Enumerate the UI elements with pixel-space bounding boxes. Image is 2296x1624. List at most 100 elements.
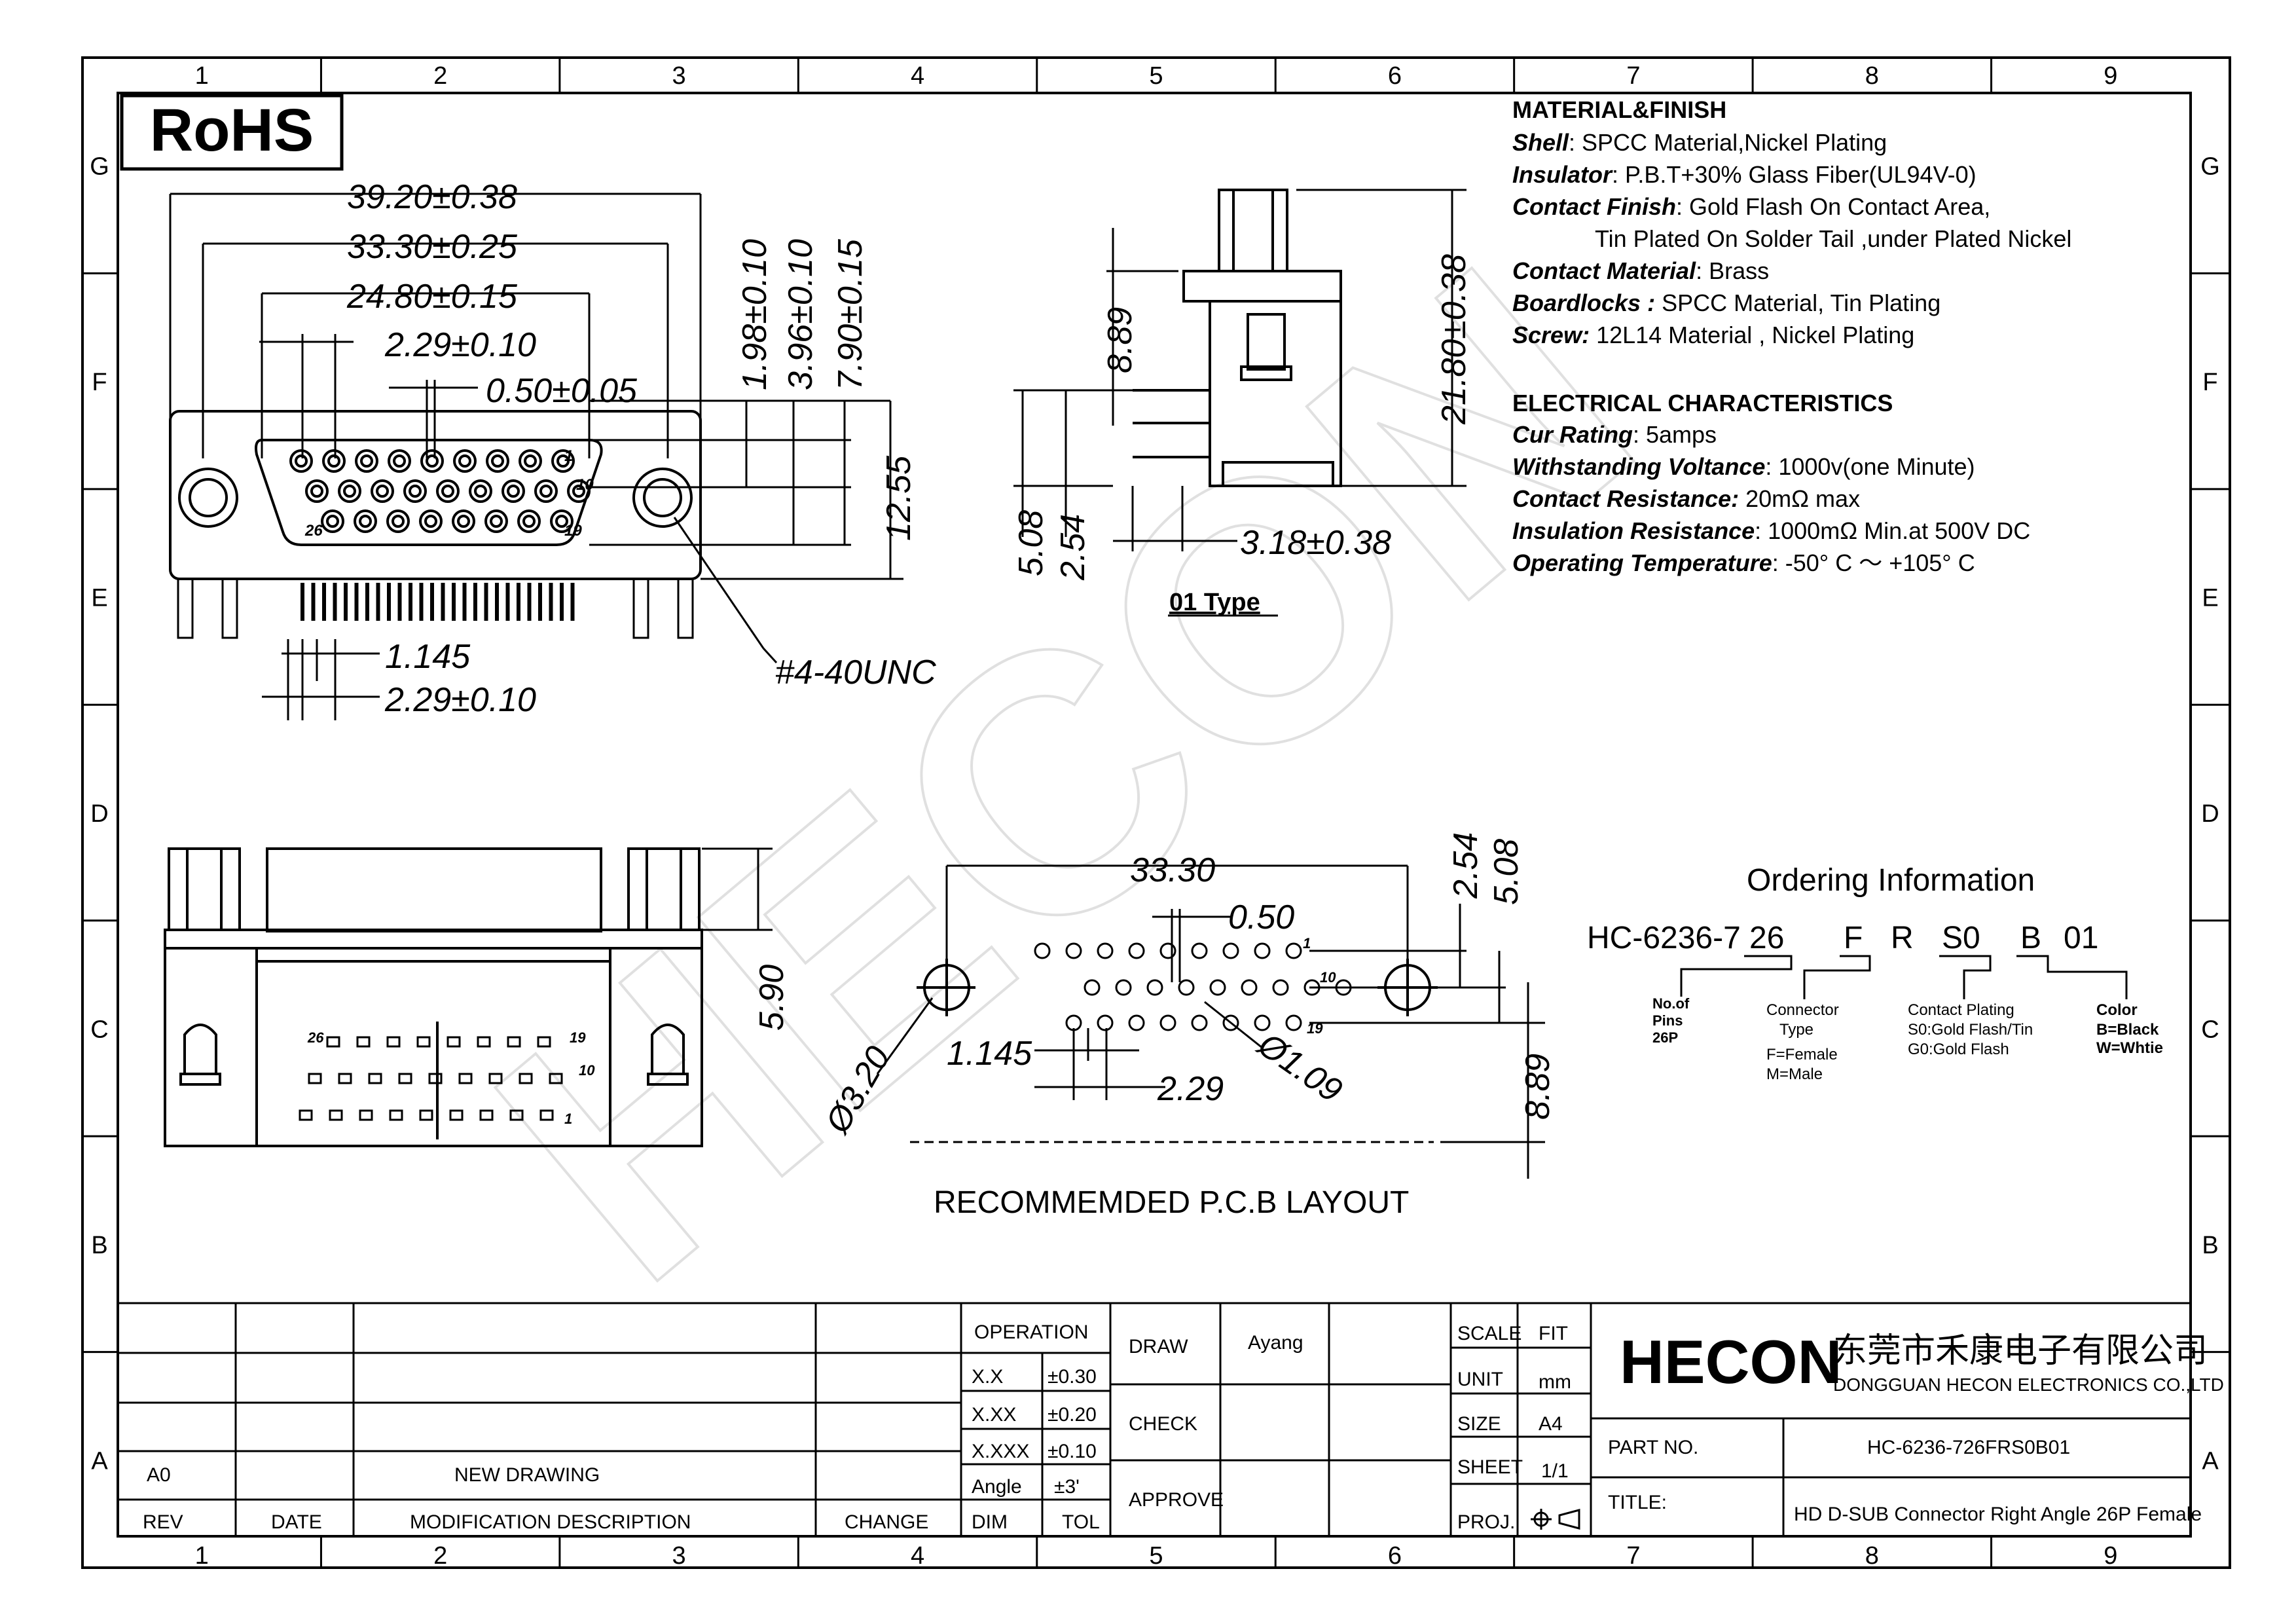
material-line: Tin Plated On Solder Tail ,under Plated … [1595, 225, 2071, 252]
grid-row-label: E [2202, 585, 2218, 612]
contact-hole [354, 509, 377, 533]
contact-hole-inner [556, 454, 570, 468]
sheet-label: SHEET [1457, 1456, 1523, 1478]
thread-label: #4-40UNC [775, 654, 936, 692]
pcb-hole [1097, 942, 1114, 959]
pcb-hole [1159, 1014, 1176, 1031]
electrical-line: Cur Rating: 5amps [1512, 421, 1717, 448]
hdr-mod: MODIFICATION DESCRIPTION [410, 1511, 691, 1533]
part-number: HC-6236-726FRS0B01 [1867, 1437, 2070, 1458]
solder-pad [356, 1036, 371, 1048]
dim-8-89: 8.89 [1101, 307, 1139, 373]
solder-pad [539, 1109, 554, 1121]
tol-3-v: ±3' [1054, 1476, 1080, 1498]
pcb-caption: RECOMMEMDED P.C.B LAYOUT [934, 1185, 1409, 1220]
dim-24-80: 24.80±0.15 [346, 278, 518, 316]
watermark-text: HECON [426, 191, 1704, 1356]
pcb-hole [1254, 942, 1271, 959]
material-value: 12L14 Material , Nickel Plating [1590, 322, 1914, 348]
pcb-hole [1254, 1014, 1271, 1031]
bottom-pin-26: 26 [307, 1029, 324, 1046]
pcb-hole [1222, 1014, 1239, 1031]
contact-hole [453, 449, 477, 473]
code-type: F [1844, 921, 1863, 955]
bottom-pin-10: 10 [579, 1062, 595, 1079]
grid-row-label: B [91, 1232, 107, 1259]
tol-4-k: DIM [972, 1511, 1008, 1533]
material-value: : Brass [1696, 257, 1769, 284]
electrical-line: Contact Resistance: 20mΩ max [1512, 485, 1860, 512]
material-key: Contact Material [1512, 257, 1696, 284]
contact-hole [436, 479, 460, 503]
dim-1-98: 1.98±0.10 [736, 239, 774, 390]
grid-row-label: D [90, 800, 108, 828]
solder-pad [549, 1073, 563, 1084]
color-label-2: W=Whtie [2096, 1039, 2163, 1057]
pcb-hole [1272, 979, 1289, 996]
pcb-hole [1285, 942, 1302, 959]
tol-1-k: X.XX [972, 1404, 1016, 1426]
contact-hole-inner [539, 485, 553, 498]
solder-pad [507, 1036, 521, 1048]
type-label: 01 Type [1169, 589, 1260, 616]
scale-label: SCALE [1457, 1323, 1522, 1344]
grid-col-label: 7 [1626, 62, 1640, 90]
solder-pad [488, 1073, 503, 1084]
grid-col-label: 7 [1626, 1542, 1640, 1570]
material-line: Boardlocks : SPCC Material, Tin Plating [1512, 289, 1941, 316]
grid-col-label: 5 [1149, 62, 1163, 90]
dim-12-55: 12.55 [880, 455, 918, 541]
material-line: Screw: 12L14 Material , Nickel Plating [1512, 322, 1914, 348]
dim-39-20: 39.20±0.38 [347, 178, 517, 216]
front-pin-labels: 1 10 26 19 [304, 447, 594, 540]
material-key: Insulator [1512, 161, 1613, 188]
dim-2-29-pin: 2.29±0.10 [384, 681, 536, 719]
solder-pad [359, 1109, 373, 1121]
dim-0-50: 0.50±0.05 [486, 372, 638, 410]
solder-pad [509, 1109, 524, 1121]
hecon-logo: HECON [1620, 1327, 1842, 1396]
solder-pad [398, 1073, 412, 1084]
title-value: HD D-SUB Connector Right Angle 26P Femal… [1794, 1504, 2202, 1525]
code-color: B [2020, 921, 2041, 955]
dim-3-18: 3.18±0.38 [1240, 524, 1391, 562]
grid-row-label: F [2202, 369, 2217, 396]
electrical-key: Insulation Resistance [1512, 517, 1755, 544]
grid-col-label: 3 [672, 1542, 686, 1570]
contact-hole [484, 509, 508, 533]
contact-hole-inner [507, 485, 520, 498]
contact-hole [338, 479, 361, 503]
electrical-key: Operating Temperature [1512, 549, 1772, 576]
solder-pad [446, 1036, 461, 1048]
electrical-value: : 1000mΩ Min.at 500V DC [1755, 517, 2030, 544]
sheet-value: 1/1 [1541, 1460, 1569, 1482]
grid-row-label: G [2200, 153, 2220, 181]
pcb-hole [1146, 979, 1163, 996]
front-dim-text: 39.20±0.38 33.30±0.25 24.80±0.15 2.29±0.… [346, 178, 936, 719]
electrical-value: : 1000v(one Minute) [1765, 453, 1975, 480]
company-en: DONGGUAN HECON ELECTRONICS CO.,LTD [1833, 1375, 2224, 1395]
projection-symbol [1531, 1509, 1580, 1530]
pcb-pin-1: 1 [1303, 935, 1311, 951]
contact-hole [386, 509, 410, 533]
contact-hole [550, 509, 574, 533]
unit-label: UNIT [1457, 1369, 1503, 1390]
grid-row-label: E [91, 585, 107, 612]
contact-hole [534, 479, 558, 503]
ordering-title: Ordering Information [1747, 863, 2035, 898]
rohs-label: RoHS [150, 97, 314, 164]
title-block [118, 1302, 2191, 1536]
front-pin-19: 19 [564, 522, 582, 540]
solder-pad [519, 1073, 533, 1084]
approve-label: APPROVE [1129, 1489, 1224, 1511]
rohs-box [120, 94, 344, 171]
contact-hole-inner [522, 515, 536, 528]
dim-pcb-5-08: 5.08 [1487, 839, 1525, 905]
bottom-pin-19: 19 [570, 1029, 586, 1046]
bottom-dims [702, 847, 773, 931]
grid-col-label: 9 [2104, 62, 2117, 90]
contact-hole [289, 449, 313, 473]
grid-row-label: D [2201, 800, 2219, 828]
contact-hole-inner [458, 454, 471, 468]
